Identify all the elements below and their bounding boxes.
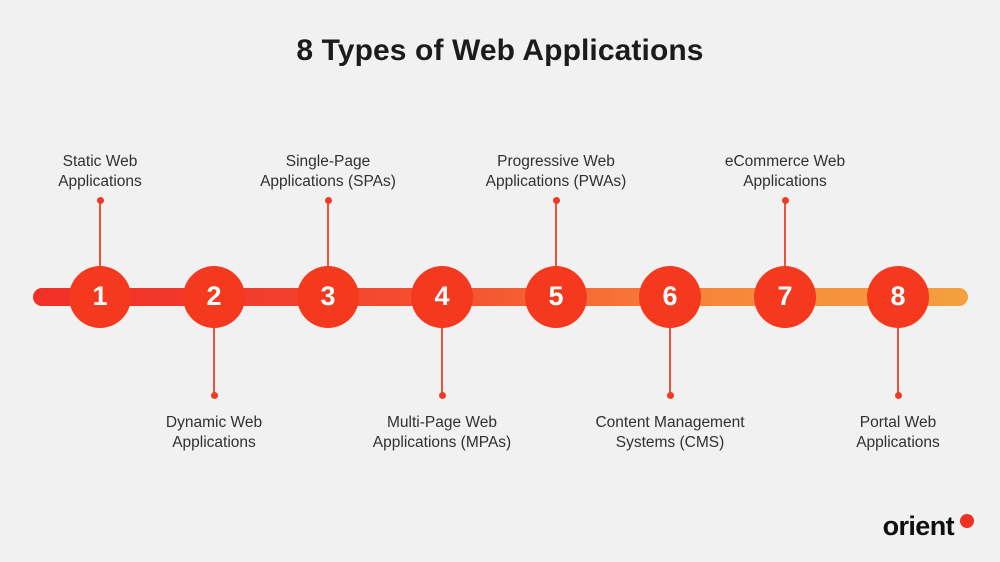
connector-line-1 — [96, 197, 104, 270]
connector-dot-icon — [96, 197, 104, 204]
label-line-1: Progressive Web — [497, 153, 615, 170]
page-title: 8 Types of Web Applications — [296, 34, 704, 67]
timeline-node-1[interactable]: 1 — [69, 266, 131, 328]
timeline-node-5[interactable]: 5 — [525, 266, 587, 328]
label-line-1: Content Management — [595, 414, 745, 431]
label-line-2: Applications (PWAs) — [485, 172, 627, 190]
brand-logo: orient — [883, 513, 974, 540]
label-line-1: Multi-Page Web — [387, 414, 497, 431]
logo-wordmark: orient — [882, 511, 955, 541]
connector-line-2 — [210, 326, 218, 399]
label-line-1: Single-Page — [285, 153, 371, 170]
timeline-node-3[interactable]: 3 — [297, 266, 359, 328]
timeline-node-number: 4 — [434, 280, 450, 311]
label-line-2: Applications (SPAs) — [260, 172, 396, 190]
timeline-node-6[interactable]: 6 — [639, 266, 701, 328]
connector-line-6 — [666, 326, 674, 399]
timeline-node-number: 2 — [206, 280, 222, 311]
timeline-node-number: 8 — [890, 280, 906, 311]
logo-dot-icon — [960, 514, 974, 528]
connector-dot-icon — [666, 392, 674, 399]
connector-line-3 — [324, 197, 332, 270]
timeline-node-8[interactable]: 8 — [867, 266, 929, 328]
label-line-2: Applications — [743, 172, 827, 190]
timeline-node-number: 6 — [662, 280, 678, 311]
timeline-node-7[interactable]: 7 — [754, 266, 816, 328]
label-line-1: eCommerce Web — [724, 153, 846, 170]
label-line-2: Systems (CMS) — [615, 433, 725, 451]
connector-dot-icon — [781, 197, 789, 204]
label-line-2: Applications (MPAs) — [372, 433, 512, 451]
label-line-2: Applications — [172, 433, 256, 451]
label-line-1: Static Web — [62, 153, 138, 170]
connector-dot-icon — [324, 197, 332, 204]
timeline-node-2[interactable]: 2 — [183, 266, 245, 328]
connector-line-5 — [552, 197, 560, 270]
timeline-node-4[interactable]: 4 — [411, 266, 473, 328]
label-line-2: Applications — [856, 433, 940, 451]
label-line-1: Portal Web — [859, 414, 937, 431]
connector-dot-icon — [210, 392, 218, 399]
timeline-node-number: 7 — [777, 280, 793, 311]
connector-dot-icon — [552, 197, 560, 204]
timeline-node-number: 3 — [320, 280, 336, 311]
timeline-bar — [33, 288, 968, 306]
connector-dot-icon — [894, 392, 902, 399]
connector-dot-icon — [438, 392, 446, 399]
connector-line-4 — [438, 326, 446, 399]
label-line-1: Dynamic Web — [165, 414, 263, 431]
label-line-2: Applications — [58, 172, 142, 190]
timeline-node-number: 1 — [92, 280, 108, 311]
connector-line-7 — [781, 197, 789, 270]
connector-line-8 — [894, 326, 902, 399]
timeline-node-number: 5 — [548, 280, 564, 311]
